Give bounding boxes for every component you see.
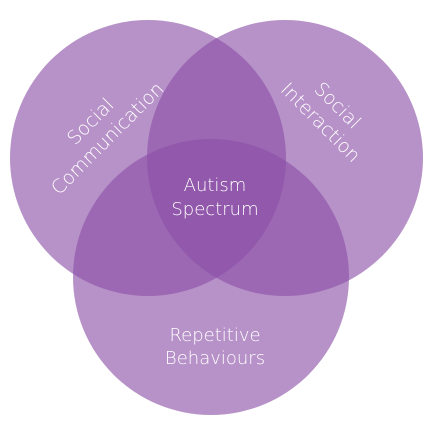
circle-repetitive-behaviours — [73, 139, 349, 415]
label-center: Autism Spectrum — [171, 175, 258, 220]
repetitive-behaviours-line-1: Repetitive — [169, 325, 260, 346]
center-line-1: Autism — [184, 175, 247, 196]
repetitive-behaviours-line-2: Behaviours — [165, 348, 265, 369]
center-line-2: Spectrum — [171, 199, 258, 220]
label-repetitive-behaviours: Repetitive Behaviours — [165, 325, 265, 369]
